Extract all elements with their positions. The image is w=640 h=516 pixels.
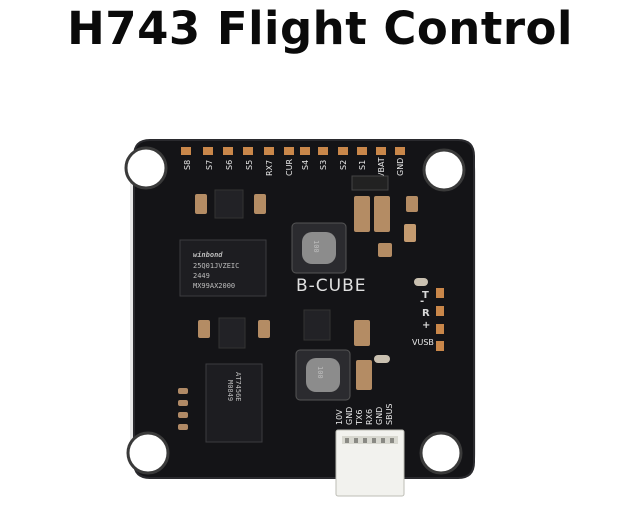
- pad-label: S7: [205, 160, 214, 170]
- side-label-t: T: [422, 290, 429, 301]
- pad-label: S6: [225, 160, 234, 170]
- pad-label: RX7: [265, 160, 274, 176]
- svg-text:2449: 2449: [193, 272, 210, 280]
- connector-pin-labels: 10V GND TX6 RX6 GND SBUS: [335, 404, 394, 427]
- pad-label: S5: [245, 160, 254, 170]
- mounting-holes: [124, 146, 466, 475]
- pad-label: VBAT: [377, 157, 386, 178]
- pad-label: S8: [183, 160, 192, 170]
- small-ic: [214, 189, 244, 219]
- small-ic: [218, 317, 246, 349]
- jst-connector: [335, 429, 405, 497]
- svg-text:GND: GND: [345, 407, 354, 425]
- svg-text:100: 100: [316, 366, 324, 379]
- flash-chip: winbond 25Q01JVZEIC 2449 MX99AX2000: [179, 239, 267, 297]
- svg-text:TX6: TX6: [355, 410, 364, 426]
- svg-text:RX6: RX6: [365, 409, 374, 425]
- svg-text:AT7456E: AT7456E: [234, 372, 242, 402]
- inductor-top: 100: [291, 222, 347, 274]
- pad-label: S3: [319, 160, 328, 170]
- osd-chip: AT7456E M0849: [205, 363, 263, 443]
- top-solder-pads: [181, 147, 405, 155]
- svg-text:SBUS: SBUS: [385, 404, 394, 426]
- pad-label: S2: [339, 160, 348, 170]
- side-label-minus: -: [420, 296, 424, 307]
- svg-text:25Q01JVZEIC: 25Q01JVZEIC: [193, 262, 239, 270]
- svg-text:GND: GND: [375, 407, 384, 425]
- pad-label: S1: [358, 160, 367, 170]
- pad-label: GND: [396, 158, 405, 176]
- top-pad-labels: S8 S7 S6 S5 RX7 CUR S4 S3 S2 S1 VBAT GND: [183, 157, 405, 178]
- page-title: H743 Flight Control: [67, 2, 573, 55]
- inductor-bottom: 100: [295, 349, 351, 401]
- side-label-vusb: VUSB: [412, 338, 434, 347]
- svg-text:100: 100: [312, 240, 320, 253]
- svg-text:MX99AX2000: MX99AX2000: [193, 282, 235, 290]
- svg-text:M0849: M0849: [226, 380, 234, 401]
- svg-text:10V: 10V: [335, 409, 344, 425]
- brand-silkscreen: B-CUBE: [296, 276, 367, 296]
- pad-label: S4: [301, 160, 310, 170]
- side-label-r: R: [422, 308, 430, 319]
- side-label-plus: +: [422, 320, 430, 331]
- svg-text:winbond: winbond: [193, 251, 223, 259]
- pad-label: CUR: [285, 159, 294, 176]
